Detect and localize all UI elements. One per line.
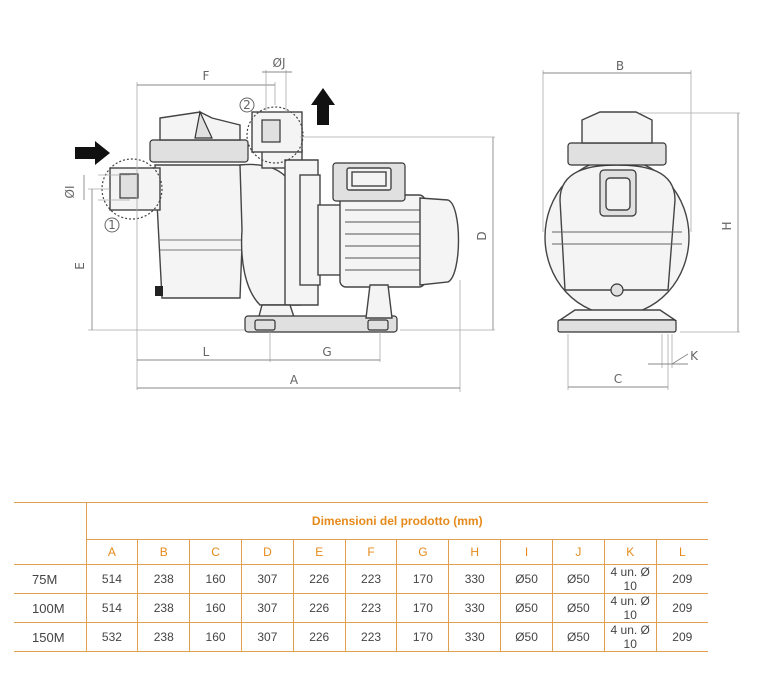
table-cell: 307 [240,564,294,594]
table-cell: 170 [396,564,449,594]
column-header-e: E [292,539,346,565]
column-header-b: B [137,539,190,565]
table-cell: 330 [448,622,501,652]
detail-marker-1: 1 [104,217,120,233]
column-header-c: C [189,539,242,565]
table-cell: 170 [396,622,449,652]
column-header-j: J [551,539,605,565]
detail-marker-2: 2 [239,97,255,113]
table-cell: 4 un. Ø 10 [603,564,657,594]
svg-text:1: 1 [108,218,116,232]
table-cell: 238 [137,622,190,652]
svg-text:2: 2 [243,98,251,112]
technical-drawing: 1 2 F ØJ ØI E D L G A [63,56,740,392]
table-cell: 226 [292,564,346,594]
table-cell: 226 [292,593,346,623]
table-cell: 238 [137,593,190,623]
table-cell: 209 [655,564,708,594]
dim-label-j: ØJ [273,56,286,70]
column-header-f: F [344,539,397,565]
table-corner [14,502,86,565]
dim-label-c: C [614,372,622,386]
front-dimensions: B H C K [542,59,740,390]
table-cell: 209 [655,593,708,623]
column-header-d: D [240,539,294,565]
column-header-i: I [500,539,553,565]
table-cell: 532 [85,622,138,652]
dim-label-b: B [616,59,624,73]
table-cell: 4 un. Ø 10 [603,593,657,623]
table-cell: Ø50 [551,622,605,652]
table-cell: Ø50 [551,564,605,594]
table-cell: 223 [344,593,397,623]
table-cell: 514 [85,564,138,594]
table-cell: Ø50 [500,564,553,594]
pump-side-view [75,88,460,333]
dim-label-f: F [203,69,210,83]
model-name: 150M [14,622,86,652]
table-cell: 223 [344,622,397,652]
model-name: 100M [14,593,86,623]
table-cell: 238 [137,564,190,594]
table-cell: 209 [655,622,708,652]
dim-label-k: K [690,349,699,363]
dim-label-i: ØI [63,186,77,199]
table-cell: Ø50 [500,593,553,623]
dim-label-h: H [720,221,734,230]
table-cell: 160 [189,593,242,623]
column-header-g: G [396,539,449,565]
table-cell: 307 [240,593,294,623]
table-title: Dimensioni del prodotto (mm) [85,502,708,540]
model-name: 75M [14,564,86,594]
column-header-a: A [85,539,138,565]
table-cell: 170 [396,593,449,623]
dim-label-e: E [73,262,87,270]
table-cell: Ø50 [551,593,605,623]
table-cell: 160 [189,622,242,652]
table-cell: 307 [240,622,294,652]
dim-label-d: D [475,231,489,240]
table-cell: 226 [292,622,346,652]
table-cell: 4 un. Ø 10 [603,622,657,652]
table-cell: Ø50 [500,622,553,652]
table-cell: 223 [344,564,397,594]
dim-label-a: A [290,373,299,387]
column-header-l: L [655,539,708,565]
column-header-h: H [448,539,501,565]
pump-front-view [544,111,690,333]
table-cell: 330 [448,564,501,594]
column-header-k: K [603,539,657,565]
dim-label-g: G [322,345,331,359]
side-dimensions: F ØJ ØI E D L G A [63,56,495,392]
table-cell: 514 [85,593,138,623]
table-cell: 330 [448,593,501,623]
table-cell: 160 [189,564,242,594]
dim-label-l: L [203,345,210,359]
